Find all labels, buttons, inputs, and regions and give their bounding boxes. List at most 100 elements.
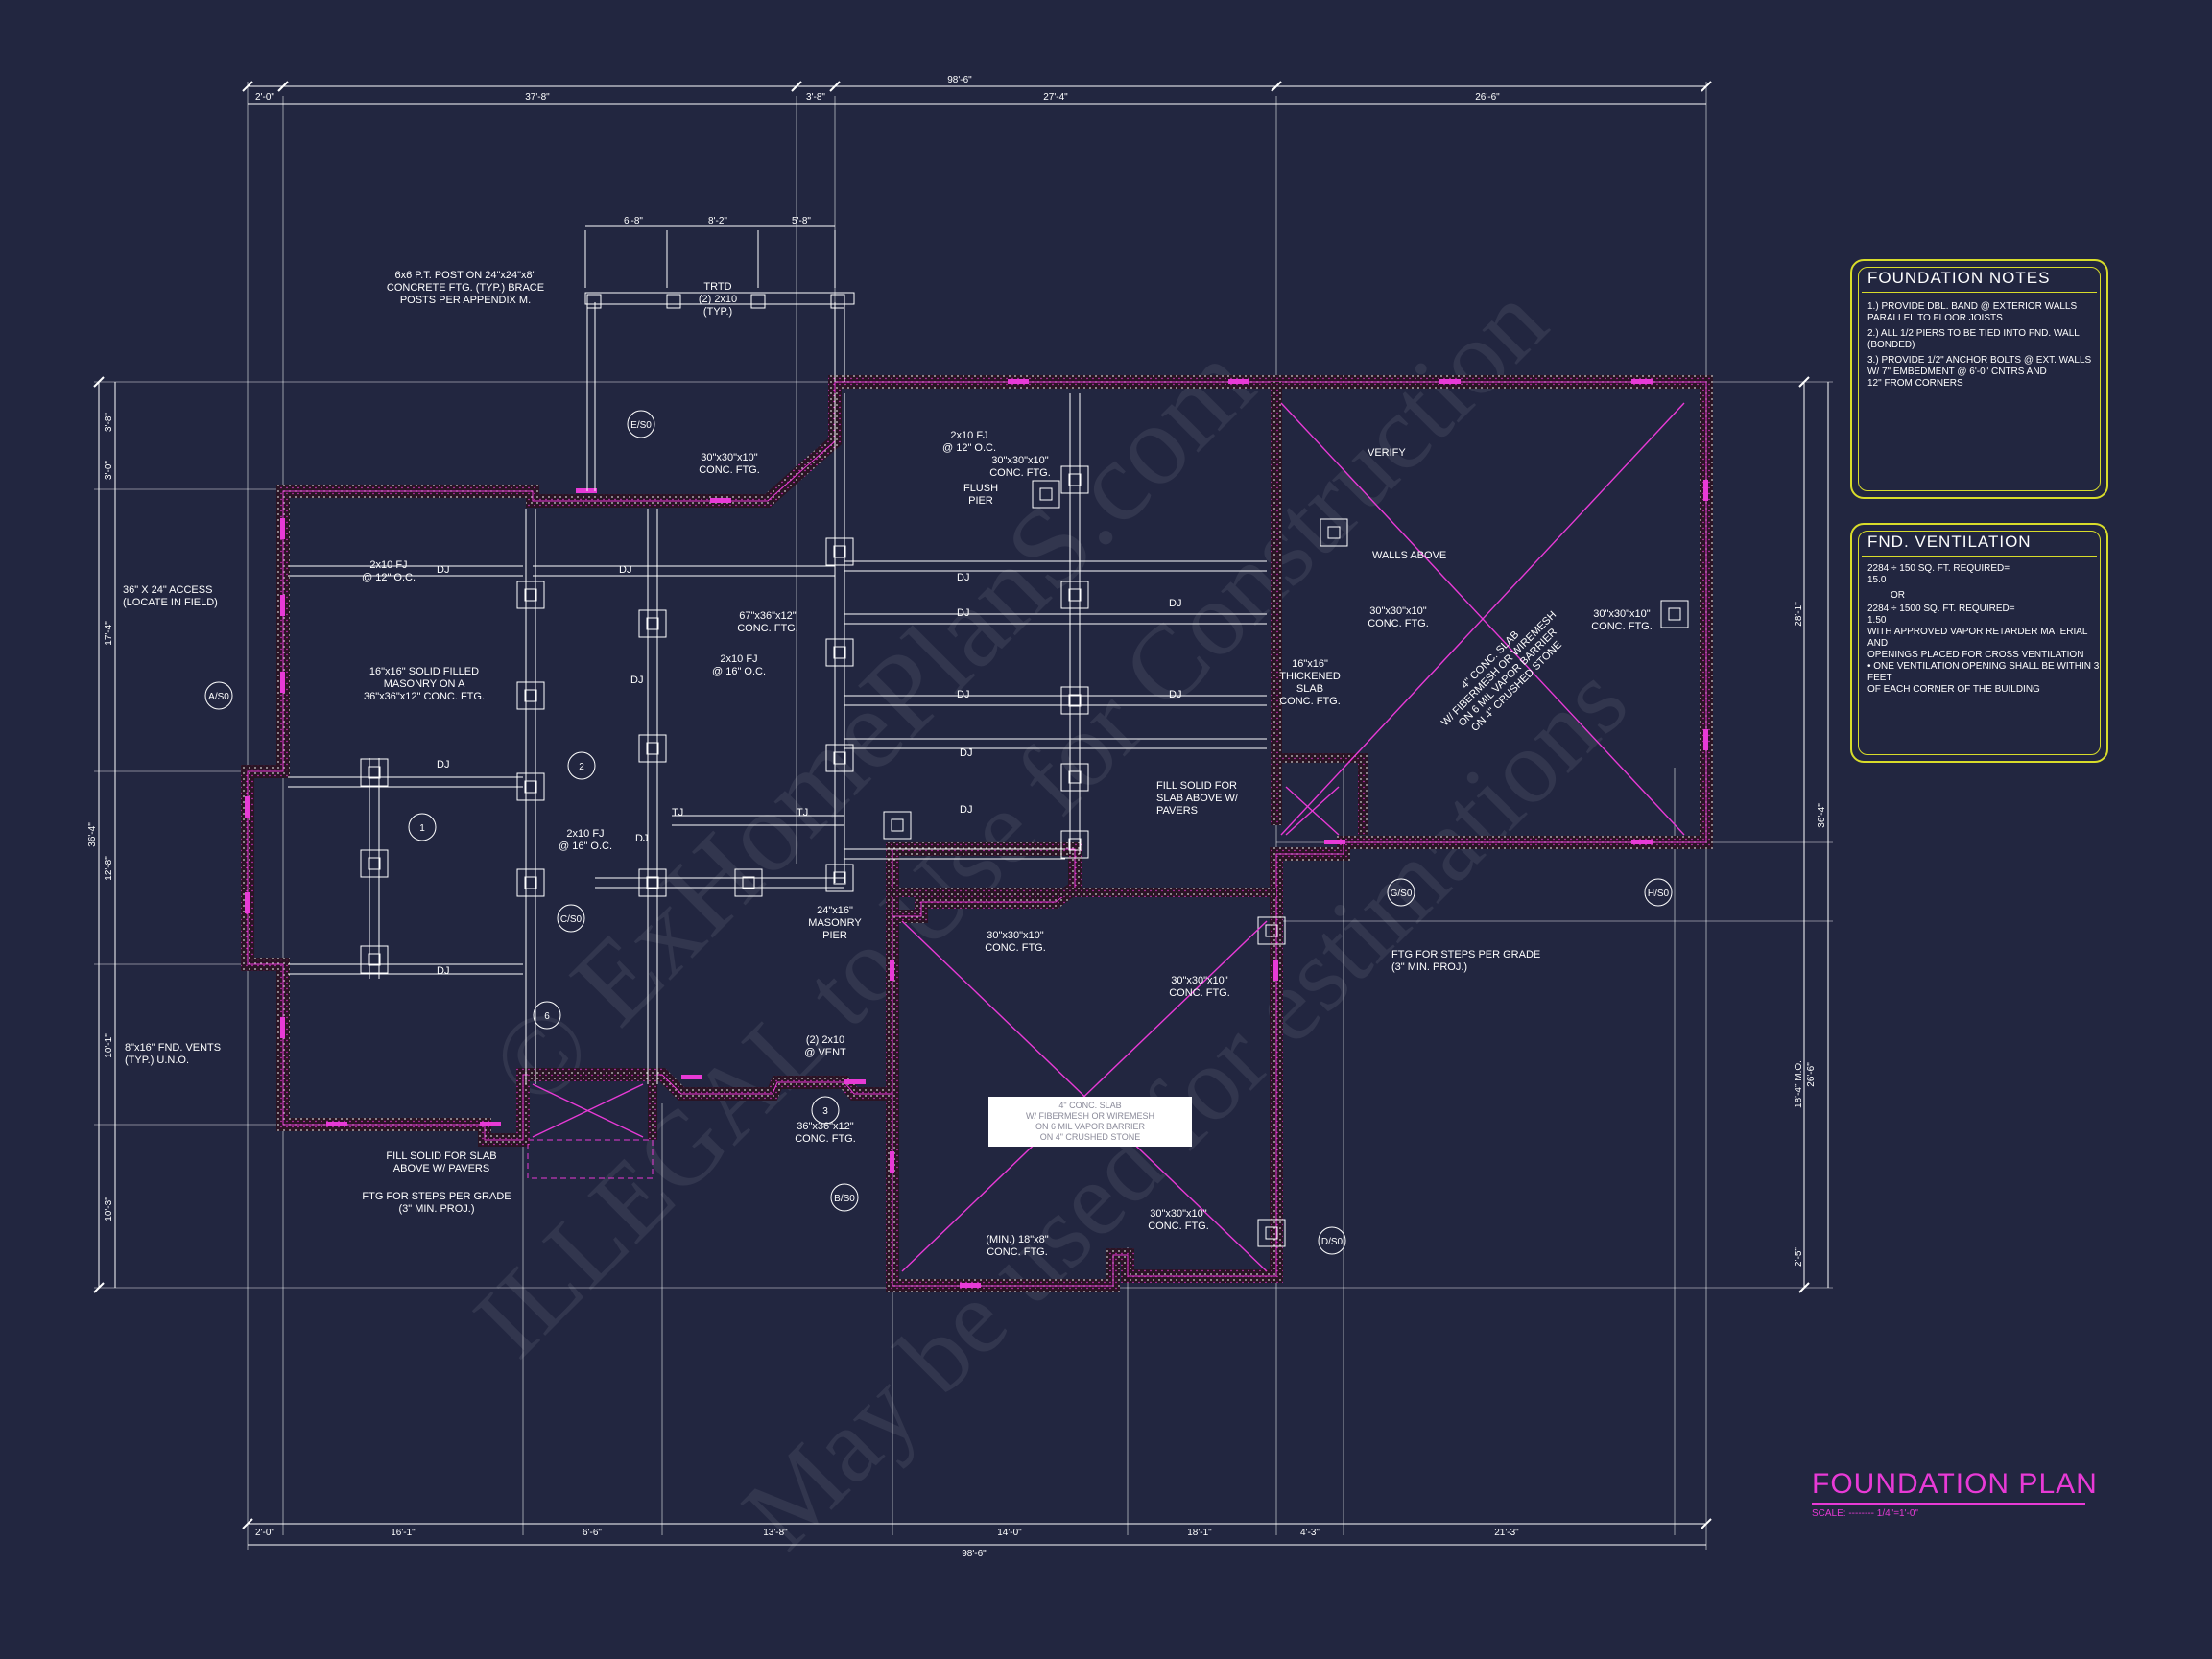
dj-label: DJ xyxy=(960,804,972,816)
tj-label: TJ xyxy=(672,807,683,818)
label-verify: VERIFY xyxy=(1368,447,1406,459)
pier xyxy=(524,780,537,794)
left-dim-6: 10'-3" xyxy=(104,1197,114,1221)
pier-footing xyxy=(1060,581,1089,609)
label-walls_above: WALLS ABOVE xyxy=(1372,550,1446,561)
pier xyxy=(524,588,537,602)
dj-label: DJ xyxy=(1169,689,1181,700)
bubble-circle xyxy=(811,1096,840,1125)
section-bubble: 2 xyxy=(567,751,596,780)
pier-footing xyxy=(1060,465,1089,494)
pier xyxy=(891,818,904,832)
label-fj2: 2x10 FJ@ 16" O.C. xyxy=(712,653,766,677)
right-dim-2: 36'-4" xyxy=(1817,803,1827,828)
bubble-circle xyxy=(1318,1226,1346,1255)
left-dim-1: 3'-8" xyxy=(104,413,114,432)
bubble-label: 6 xyxy=(544,1011,550,1022)
section-bubble: G/S0 xyxy=(1387,878,1415,907)
right-dim-4: 26'-6" xyxy=(1806,1062,1817,1087)
bottom-dim-6: 18'-1" xyxy=(1187,1528,1212,1538)
pier-footing xyxy=(883,811,912,840)
section-bubble: E/S0 xyxy=(627,410,655,438)
bubble-label: 1 xyxy=(419,823,425,834)
section-bubble: H/S0 xyxy=(1644,878,1673,907)
step-footings xyxy=(527,1139,654,1179)
bubble-label: H/S0 xyxy=(1648,889,1670,899)
pier xyxy=(646,617,659,630)
deck-dim-1: 6'-8" xyxy=(624,216,643,226)
foundation-notes-title: FOUNDATION NOTES xyxy=(1867,269,2051,287)
pier xyxy=(368,766,381,779)
pier xyxy=(1265,924,1278,937)
label-access: 36" X 24" ACCESS(LOCATE IN FIELD) xyxy=(123,584,218,608)
ventilation-line-2: OR xyxy=(1891,590,1905,601)
pier-footing xyxy=(825,744,854,772)
right-dim-1: 28'-1" xyxy=(1794,602,1804,627)
dj-label: DJ xyxy=(635,833,648,844)
pier xyxy=(368,953,381,966)
label-trtd: TRTD(2) 2x10(TYP.) xyxy=(699,281,737,318)
dj-label: DJ xyxy=(957,689,969,700)
label-vent2: (2) 2x10@ VENT xyxy=(804,1034,846,1058)
pier xyxy=(833,646,846,659)
top-dim-3: 3'-8" xyxy=(806,92,825,103)
pier-footing xyxy=(360,945,389,974)
bubble-label: 2 xyxy=(579,762,584,772)
pier xyxy=(646,742,659,755)
bubble-circle xyxy=(567,751,596,780)
dj-label: DJ xyxy=(960,747,972,759)
dj-label: DJ xyxy=(619,564,631,576)
section-bubble: 6 xyxy=(533,1001,561,1030)
bubble-label: G/S0 xyxy=(1391,889,1413,899)
pier-footing xyxy=(360,758,389,787)
label-conc5: 30"x30"x10"CONC. FTG. xyxy=(1591,608,1653,632)
bottom-dim-5: 14'-0" xyxy=(997,1528,1022,1538)
label-fj1: 2x10 FJ@ 12" O.C. xyxy=(362,559,416,583)
dj-label: DJ xyxy=(1169,598,1181,609)
pier-footing xyxy=(638,868,667,897)
dimension-ticks xyxy=(93,81,1810,1529)
piers xyxy=(360,465,1689,1247)
dj-label: DJ xyxy=(437,759,449,770)
pier-footing xyxy=(825,638,854,667)
pier-footing xyxy=(1032,480,1060,509)
foundation-notes-panel: FOUNDATION NOTES 1.) PROVIDE DBL. BAND @… xyxy=(1850,259,2108,499)
label-steps1: FTG FOR STEPS PER GRADE(3" MIN. PROJ.) xyxy=(362,1191,511,1215)
bubble-circle xyxy=(533,1001,561,1030)
callouts: 6x6 P.T. POST ON 24"x24"x8"CONCRETE FTG.… xyxy=(123,270,1653,1258)
bubble-label: B/S0 xyxy=(834,1194,855,1204)
bubble-circle xyxy=(204,681,233,710)
label-vents: 8"x16" FND. VENTS(TYP.) U.N.O. xyxy=(125,1042,221,1066)
deck-framing xyxy=(584,225,855,491)
drawing-scale: SCALE: -------- 1/4"=1'-0" xyxy=(1812,1508,1918,1519)
pier-footing xyxy=(516,681,545,710)
pier-footing xyxy=(1257,916,1286,945)
ventilation-line-1: 2284 ÷ 150 SQ. FT. REQUIRED= 15.0 xyxy=(1867,563,2010,585)
label-conc3: 30"x30"x10"CONC. FTG. xyxy=(989,455,1051,479)
bubble-label: A/S0 xyxy=(208,692,229,702)
pier-footing xyxy=(638,609,667,638)
left-dim-5: 10'-1" xyxy=(104,1033,114,1058)
title-underline xyxy=(1812,1503,2085,1505)
pier xyxy=(742,876,755,889)
pier-footing xyxy=(638,734,667,763)
ventilation-line-4: • ONE VENTILATION OPENING SHALL BE WITHI… xyxy=(1867,661,2100,695)
label-fj4: 2x10 FJ@ 12" O.C. xyxy=(942,430,996,454)
pier-footing xyxy=(1060,830,1089,859)
bubble-circle xyxy=(1387,878,1415,907)
label-conc6: 30"x30"x10"CONC. FTG. xyxy=(985,930,1046,954)
bubble-label: D/S0 xyxy=(1321,1237,1344,1247)
pier-footing xyxy=(734,868,763,897)
slab-callout: 4" CONC. SLAB W/ FIBERMESH OR WIREMESH O… xyxy=(988,1097,1192,1147)
dj-label: DJ xyxy=(437,965,449,977)
pier-footing xyxy=(516,772,545,801)
bottom-dim-4: 13'-8" xyxy=(763,1528,788,1538)
tj-label: TJ xyxy=(797,807,808,818)
label-conc7: 30"x30"x10"CONC. FTG. xyxy=(1169,975,1230,999)
